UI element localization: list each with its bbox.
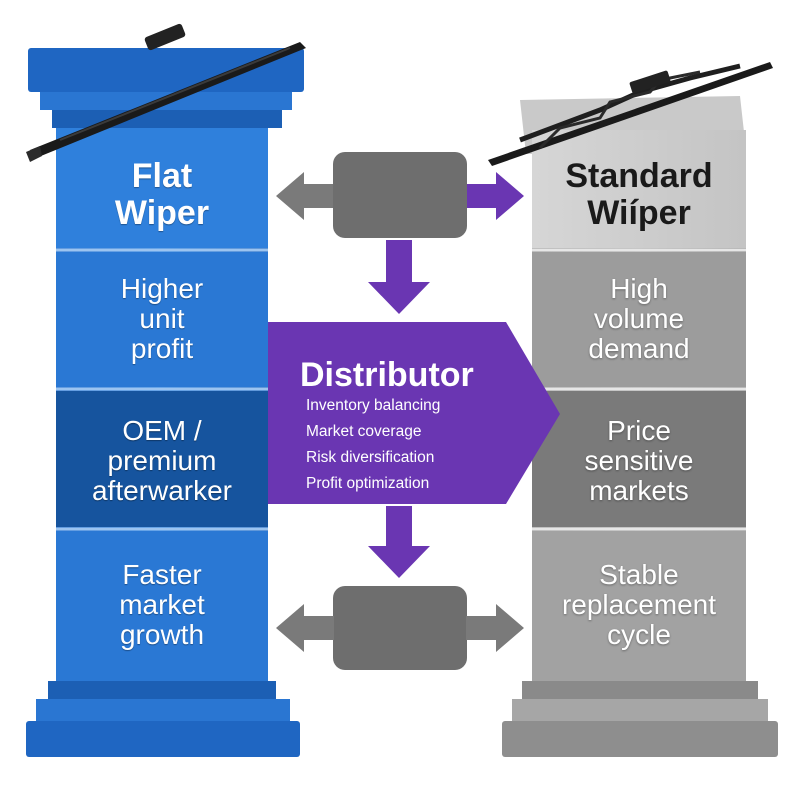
standard-pillar-base-2 <box>512 699 768 721</box>
distributor-roles: Inventory balancing Market coverage Risk… <box>306 393 536 497</box>
flat-band-3 <box>56 531 268 681</box>
flat-benefit-oem-premium: OEM / premium afterwarker <box>91 415 233 507</box>
flat-benefit-unit-profit: Higher unit profit <box>120 273 204 365</box>
flat-band-2 <box>56 391 268 527</box>
distributor-arrow-shape <box>268 322 560 504</box>
bottom-connector-box <box>333 586 467 670</box>
bottom-connector <box>276 506 524 670</box>
standard-wiper-blade-icon <box>488 62 773 166</box>
distributor-title: Distributor <box>300 356 474 394</box>
top-connector <box>276 152 524 314</box>
role-market-coverage: Market coverage <box>306 423 422 440</box>
flat-band-1 <box>56 252 268 387</box>
flat-pillar-base-2 <box>36 699 290 721</box>
standard-wiper-pillar <box>502 96 778 757</box>
standard-band-title <box>532 130 746 248</box>
role-inventory-balancing: Inventory balancing <box>306 397 441 414</box>
bottom-left-arrow <box>276 604 334 652</box>
flat-wiper-pillar <box>26 48 304 757</box>
standard-benefit-price-sensitive: Price sensitive markets <box>584 415 694 507</box>
standard-benefit-replacement-cycle: Stable replacement cycle <box>561 559 717 651</box>
flat-wiper-title: Flat Wiper <box>114 157 210 232</box>
top-down-arrow <box>368 240 430 314</box>
standard-band-2 <box>532 391 746 527</box>
standard-pillar-base-1 <box>522 681 758 699</box>
flat-pillar-capital-neck <box>52 110 282 128</box>
top-connector-box <box>333 152 467 238</box>
standard-band-1 <box>532 252 746 387</box>
flat-benefit-market-growth: Faster market growth <box>119 559 205 651</box>
top-right-arrow <box>466 172 524 220</box>
bottom-down-arrow <box>368 506 430 578</box>
flat-pillar-base-1 <box>48 681 276 699</box>
flat-wiper-blade-icon <box>26 23 306 162</box>
top-left-arrow <box>276 172 334 220</box>
standard-benefit-volume-demand: High volume demand <box>588 273 690 365</box>
bottom-right-arrow <box>466 604 524 652</box>
standard-pillar-base-3 <box>502 721 778 757</box>
standard-wiper-title: Standard Wiíper <box>565 157 713 232</box>
standard-band-3 <box>532 531 746 681</box>
flat-band-title <box>56 128 268 248</box>
flat-pillar-base-3 <box>26 721 300 757</box>
role-risk-diversification: Risk diversification <box>306 449 435 466</box>
role-profit-optimization: Profit optimization <box>306 475 430 492</box>
flat-pillar-capital-top <box>28 48 304 92</box>
